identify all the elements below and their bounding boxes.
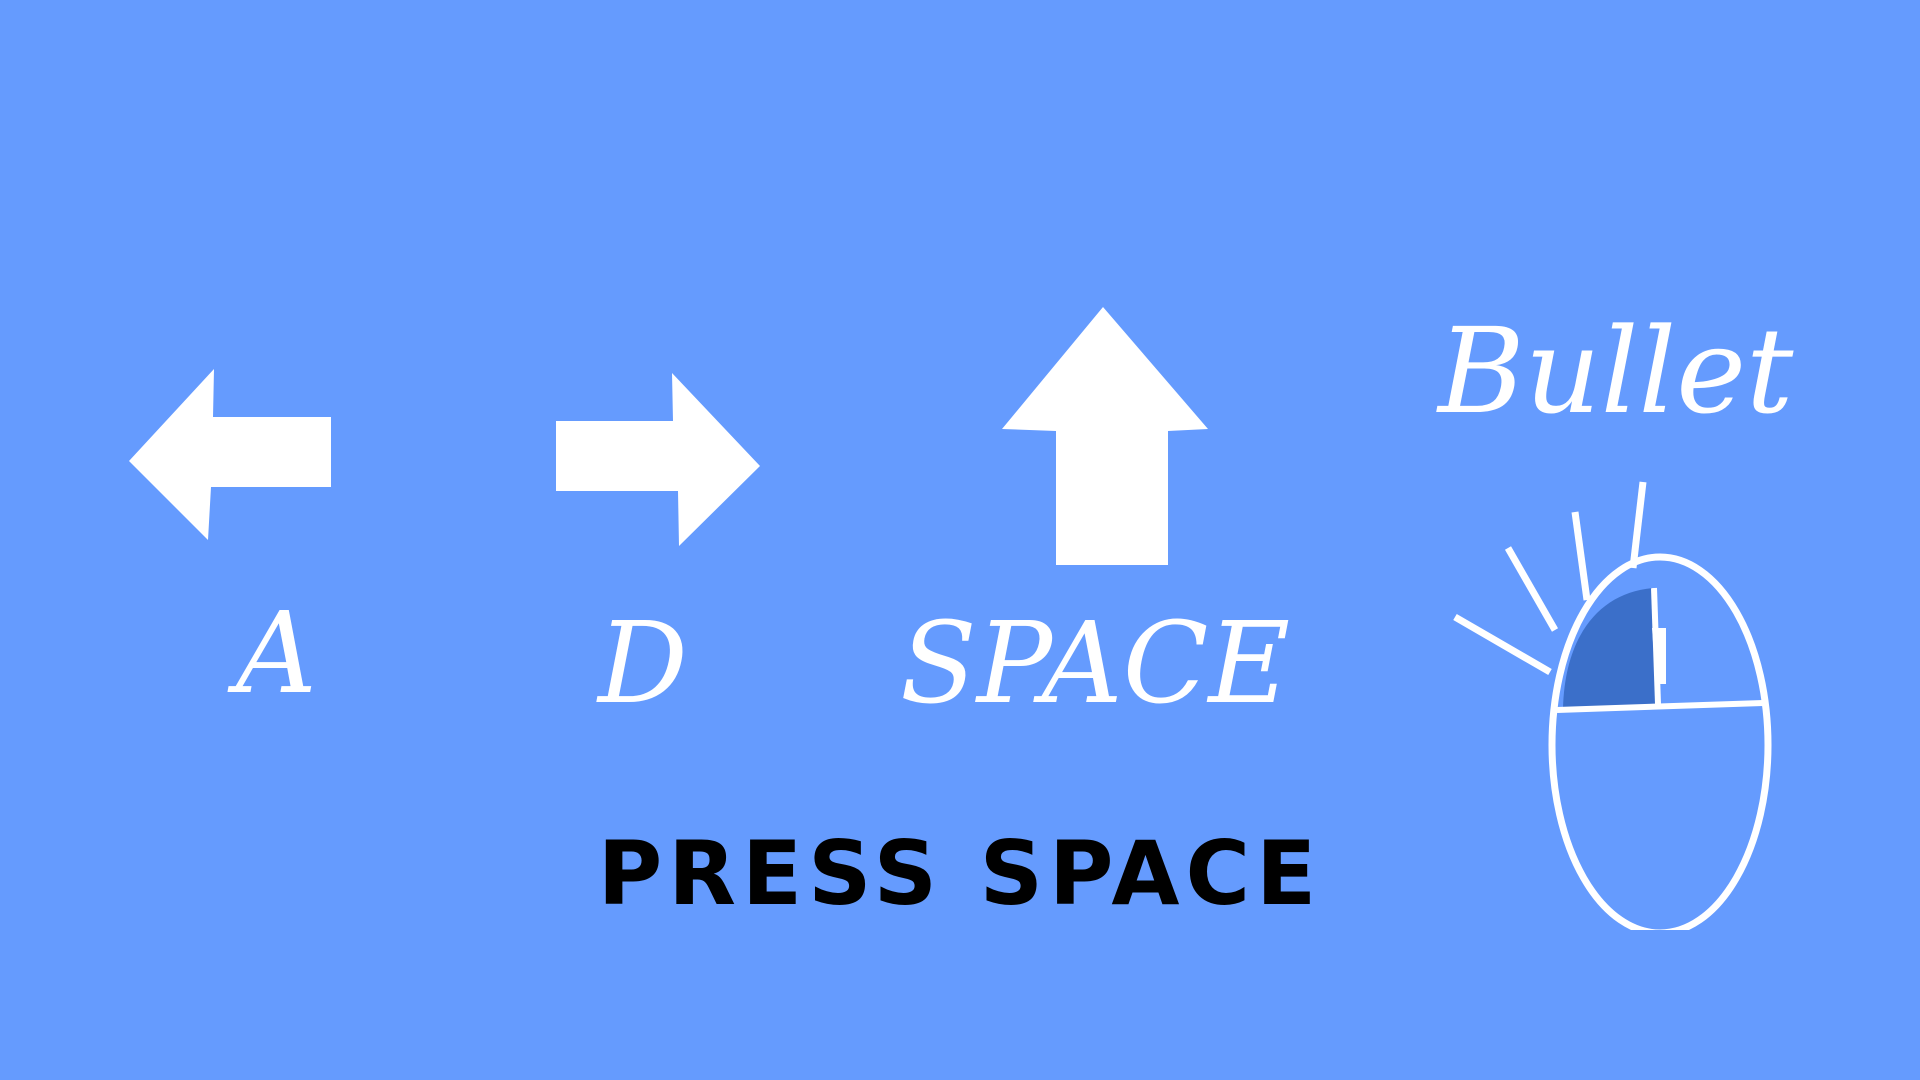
arrow-right-shape: [556, 373, 760, 546]
key-label-space: SPACE: [900, 599, 1291, 729]
key-label-a: A: [236, 589, 317, 719]
mouse-left-click-icon: [1453, 481, 1772, 930]
key-label-d: D: [598, 599, 688, 729]
arrow-up-shape: [1002, 307, 1208, 565]
key-label-bullet: Bullet: [1438, 302, 1794, 440]
cursor-mark: [1652, 628, 1666, 684]
click-line: [1629, 481, 1647, 569]
arrow-up-icon: [1002, 307, 1208, 565]
arrow-left-icon: [129, 369, 331, 540]
mouse-left-button: [1563, 588, 1659, 708]
click-line: [1453, 613, 1552, 676]
press-space-prompt: PRESS SPACE: [597, 822, 1323, 925]
click-line: [1571, 511, 1591, 601]
mouse-button-divider: [1556, 700, 1764, 713]
arrow-left-shape: [129, 369, 331, 540]
mouse-body: [1548, 553, 1772, 930]
arrow-right-icon: [556, 373, 760, 546]
click-line: [1504, 546, 1559, 632]
